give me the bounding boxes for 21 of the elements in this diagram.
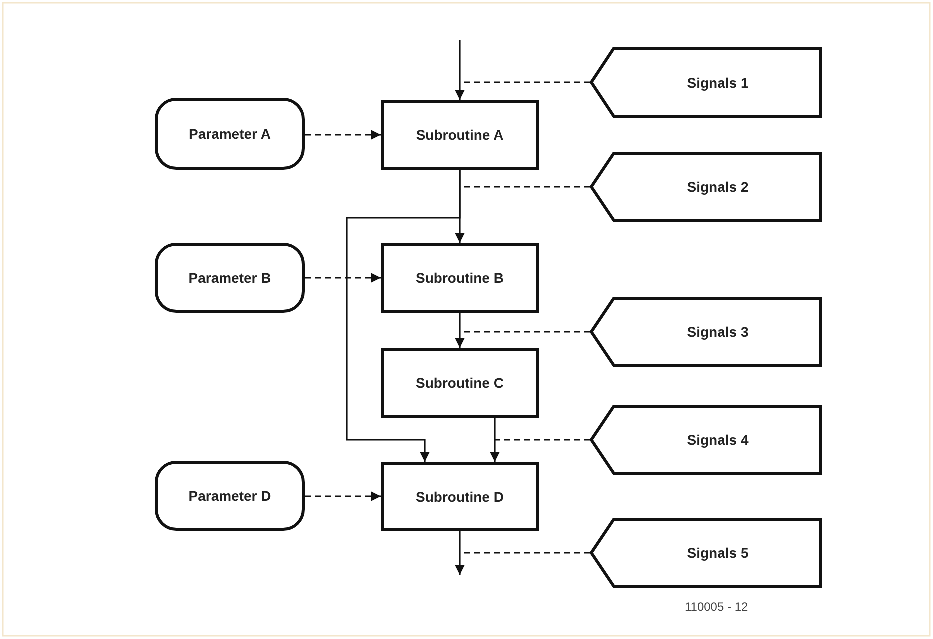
node-label: Subroutine A [416,127,504,143]
node-label: Signals 4 [687,432,749,448]
node-label: Parameter A [189,126,271,142]
figure-number: 110005 - 12 [685,600,748,614]
node-label: Signals 1 [687,74,749,90]
node-label: Signals 2 [687,179,749,195]
node-label: Subroutine D [416,488,504,504]
dashed-arrow [305,273,381,283]
dashed-arrow [305,130,381,140]
arrow [346,170,461,462]
node-label: Parameter B [188,270,272,286]
node-label: Parameter D [188,488,272,504]
arrow [455,40,465,100]
arrow [490,418,500,462]
node-label: Signals 3 [687,324,749,340]
dashed-arrow [305,492,381,502]
arrow [455,531,465,575]
node-label: Subroutine C [416,375,504,391]
node-label: Signals 5 [687,545,749,561]
arrow [455,313,465,348]
node-label: Subroutine B [416,270,504,286]
